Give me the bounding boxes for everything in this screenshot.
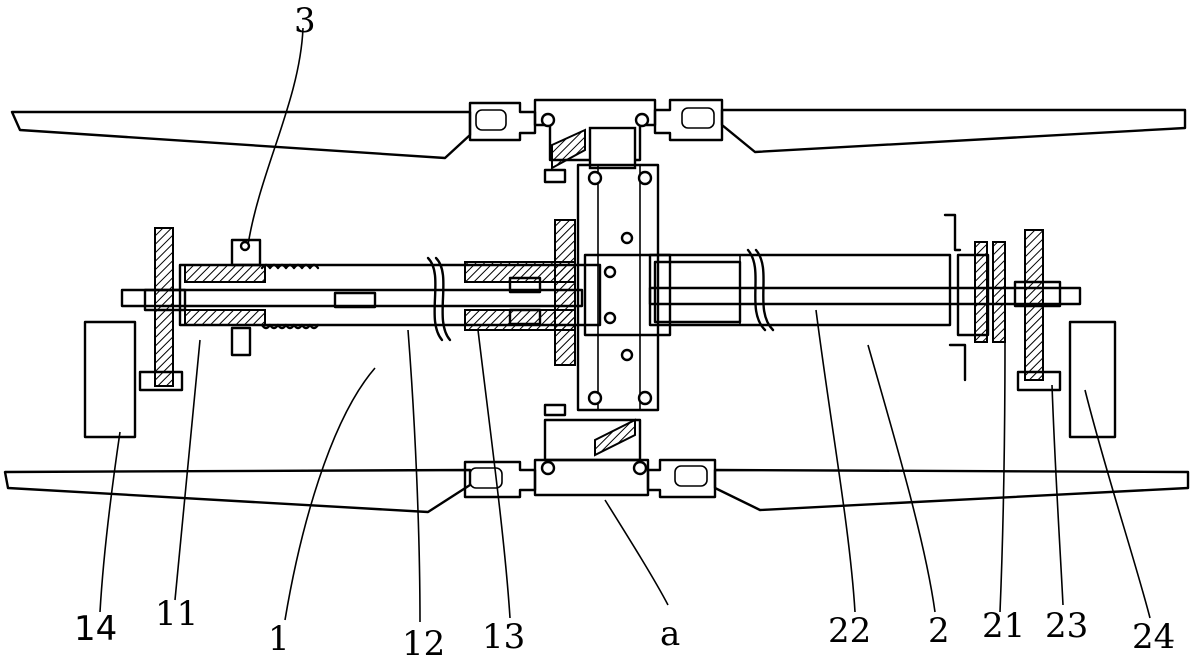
label-13: 13 bbox=[482, 617, 525, 657]
top-hub bbox=[533, 98, 657, 170]
label-3: 3 bbox=[294, 1, 316, 41]
bottom-hub bbox=[533, 418, 650, 497]
top-right-blade bbox=[720, 108, 1187, 154]
top-right-blade-grip bbox=[653, 98, 724, 142]
label-1: 1 bbox=[268, 619, 290, 659]
left-bracket bbox=[230, 238, 262, 357]
left-shaft-break bbox=[426, 256, 452, 342]
label-11: 11 bbox=[155, 594, 198, 634]
top-left-blade-grip bbox=[468, 101, 537, 142]
right-gear bbox=[1013, 229, 1062, 392]
bottom-left-blade-grip bbox=[463, 460, 537, 499]
bottom-left-blade bbox=[3, 468, 472, 514]
left-drive-shaft bbox=[120, 261, 602, 331]
label-24: 24 bbox=[1132, 617, 1175, 657]
left-motor-box bbox=[83, 320, 137, 439]
bottom-right-blade-grip bbox=[646, 458, 717, 499]
right-shaft-break bbox=[746, 248, 775, 332]
label-23: 23 bbox=[1045, 606, 1088, 646]
right-motor-box bbox=[1068, 320, 1117, 439]
leader-lines bbox=[99, 27, 1151, 623]
reference-labels: 3 14 11 1 12 13 a 22 2 21 23 24 bbox=[74, 1, 1175, 664]
label-2: 2 bbox=[928, 611, 950, 651]
right-drive-shaft bbox=[648, 253, 1082, 327]
top-left-blade bbox=[10, 110, 472, 160]
label-a: a bbox=[660, 614, 680, 654]
left-spring bbox=[260, 263, 320, 330]
label-12: 12 bbox=[402, 624, 445, 661]
label-14: 14 bbox=[74, 609, 117, 649]
label-21: 21 bbox=[982, 606, 1025, 646]
right-bracket bbox=[943, 213, 1006, 382]
label-22: 22 bbox=[828, 611, 871, 651]
left-gear bbox=[138, 227, 187, 392]
